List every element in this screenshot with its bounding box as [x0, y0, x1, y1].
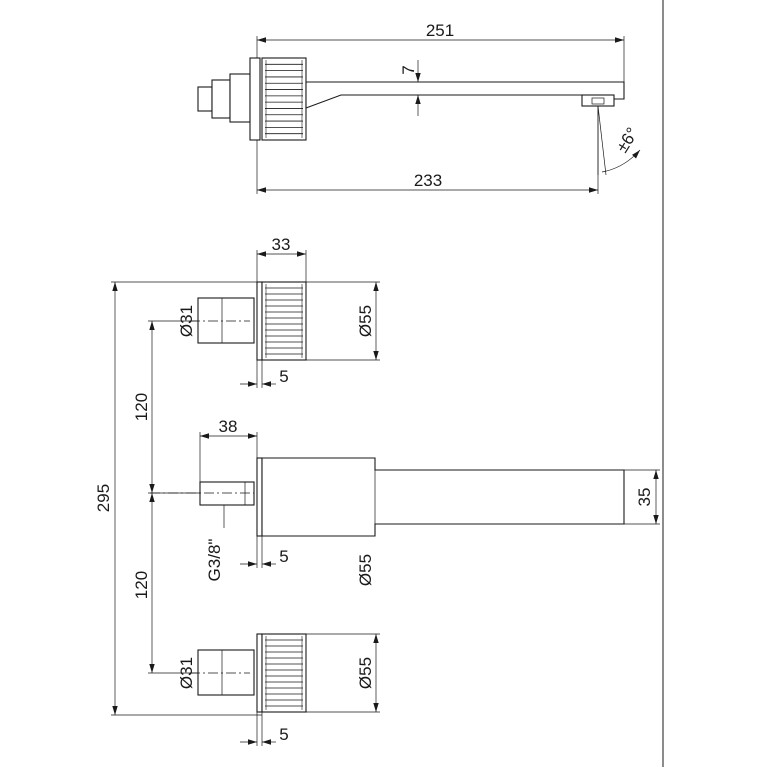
middle-wall-plate — [256, 457, 263, 537]
dim-wall-projection: 233 — [414, 171, 442, 190]
spout-assembly: 38 35 G3/8" 5 Ø55 — [150, 417, 660, 586]
middle-connector — [199, 481, 255, 506]
top-handle-plate — [256, 281, 263, 361]
angle-arc — [601, 149, 641, 173]
top-handle-stem — [197, 297, 255, 344]
dim-thread: G3/8" — [205, 539, 224, 582]
dim-spout-height: 35 — [635, 488, 654, 507]
dim-bottom-plate-gap: 5 — [279, 725, 288, 744]
bottom-handle-stem — [197, 649, 255, 696]
top-handle: 33 Ø31 Ø55 5 — [177, 235, 380, 388]
bottom-handle-plate — [256, 633, 263, 713]
dim-top-knob-dia: Ø55 — [356, 305, 375, 337]
side-wall-plate — [249, 57, 261, 141]
dim-overall-length: 251 — [426, 21, 454, 40]
side-connector-body — [211, 79, 231, 119]
side-connector-flange — [229, 73, 251, 123]
dim-middle-plate-dia: Ø55 — [356, 554, 375, 586]
side-aerator-core — [591, 97, 605, 105]
dim-middle-plate-gap: 5 — [279, 547, 288, 566]
dim-spacing-upper: 120 — [132, 393, 151, 421]
spout-front — [261, 457, 625, 537]
knurled-knob-icon — [261, 57, 307, 141]
knurled-knob-icon — [261, 281, 307, 361]
side-spout-arm — [305, 81, 625, 109]
dim-connector-length: 38 — [219, 417, 238, 436]
dim-spout-thickness: 7 — [399, 65, 418, 74]
dim-bottom-stem-dia: Ø31 — [177, 657, 196, 689]
dim-tilt-angle: ±6° — [612, 124, 642, 156]
front-view: 295 120 120 33 Ø31 — [94, 235, 660, 746]
dim-spacing-lower: 120 — [132, 571, 151, 599]
dim-top-plate-gap: 5 — [279, 367, 288, 386]
side-connector-stub — [197, 86, 213, 112]
side-view: 251 7 233 ±6° — [197, 21, 642, 194]
bottom-handle: Ø31 Ø55 5 — [177, 633, 380, 746]
dim-total-height: 295 — [94, 484, 113, 512]
knurled-knob-icon — [261, 633, 307, 713]
dim-handle-width: 33 — [272, 235, 291, 254]
dim-bottom-knob-dia: Ø55 — [356, 657, 375, 689]
dim-top-stem-dia: Ø31 — [177, 305, 196, 337]
